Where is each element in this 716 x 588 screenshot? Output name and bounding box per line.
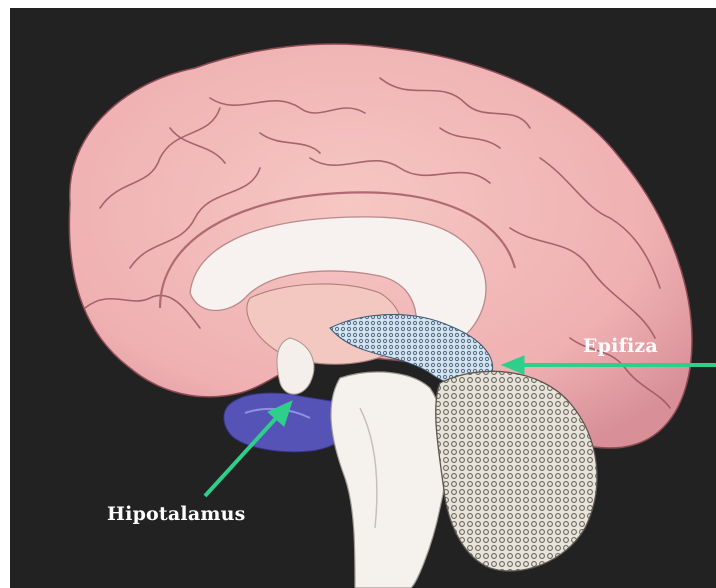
brain-illustration: Epifiza Hipotalamus	[10, 8, 716, 588]
brain-sagittal-section	[10, 8, 716, 588]
label-hipotalamus: Hipotalamus	[107, 505, 246, 524]
label-epifiza: Epifiza	[583, 337, 658, 356]
brainstem	[331, 372, 447, 588]
